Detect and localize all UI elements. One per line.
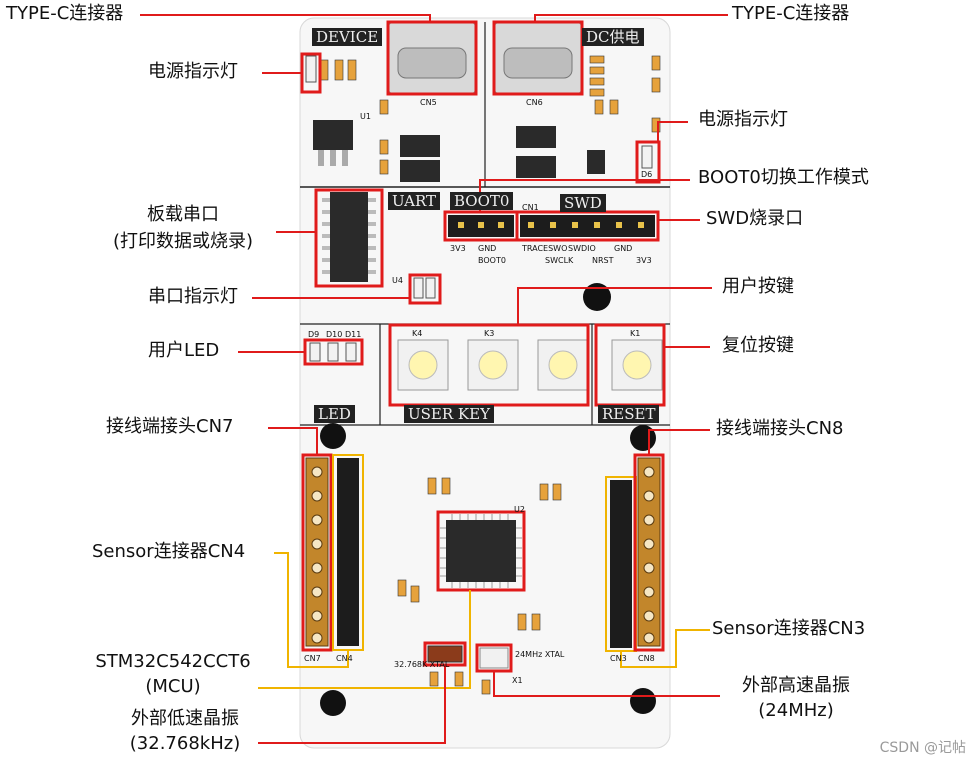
callout-onboard-uart: 板载串口 (打印数据或烧录): [92, 204, 274, 252]
user-keys: [388, 323, 590, 407]
board-label-device: DEVICE: [312, 28, 383, 46]
silk-k1: K1: [630, 329, 641, 338]
power-led-right-d6: [635, 140, 661, 184]
silk-cn7: CN7: [304, 654, 321, 663]
silk-gnd: GND: [478, 244, 497, 253]
silk-swd-pin-3: NRST: [592, 256, 614, 265]
silk-cn8: CN8: [638, 654, 655, 663]
callout-hse-line2: (24MHz): [758, 699, 834, 721]
silk-cn4: CN4: [336, 654, 353, 663]
silk-u2: U2: [514, 505, 525, 514]
callout-boot0-switch: BOOT0切换工作模式: [698, 167, 869, 188]
callout-onboard-uart-line2: (打印数据或烧录): [112, 230, 254, 252]
callout-uart-led: 串口指示灯: [148, 286, 238, 307]
silk-x1: X1: [512, 676, 523, 685]
silk-cn3: CN3: [610, 654, 627, 663]
callout-swd-port: SWD烧录口: [706, 208, 804, 229]
user-led-group: [303, 338, 364, 366]
silk-d11: D11: [345, 330, 362, 339]
callout-terminal-cn7: 接线端接头CN7: [106, 416, 234, 437]
callout-power-led-right: 电源指示灯: [698, 109, 788, 130]
callout-sensor-cn3: Sensor连接器CN3: [712, 618, 866, 639]
callout-lse-line1: 外部低速晶振: [131, 708, 239, 729]
silk-cn1: CN1: [522, 203, 539, 212]
hse-crystal: [475, 643, 513, 673]
terminal-cn8: [633, 453, 665, 652]
silk-3v3: 3V3: [450, 244, 466, 253]
silk-cn6: CN6: [526, 98, 543, 107]
callout-mcu-line2: (MCU): [145, 675, 201, 697]
board-label-swd: SWD: [560, 194, 606, 212]
silk-swd-pin-0: TRACESWO: [522, 244, 568, 253]
callout-power-led-left: 电源指示灯: [148, 61, 238, 82]
callout-lines: [140, 14, 728, 744]
callout-mcu-line1: STM32C542CCT6: [95, 651, 251, 672]
callout-hse-line1: 外部高速晶振: [742, 675, 850, 696]
silk-k3: K3: [484, 329, 495, 338]
callout-user-led: 用户LED: [148, 340, 220, 361]
callout-lse: 外部低速晶振 (32.768kHz): [110, 708, 260, 754]
callout-lse-line2: (32.768kHz): [129, 732, 241, 754]
power-regulator: [313, 120, 353, 166]
reset-key: [594, 323, 666, 407]
silk-boot0-pin: BOOT0: [478, 256, 506, 265]
callout-mcu: STM32C542CCT6 (MCU): [92, 651, 254, 697]
sensor-connector-cn3: [605, 476, 637, 652]
silk-d10: D10: [326, 330, 343, 339]
type-c-connector-cn6: [492, 20, 584, 96]
callout-user-key: 用户按键: [722, 276, 794, 297]
silk-swd-pin-2: SWDIO: [568, 244, 596, 253]
board-label-led: LED: [314, 405, 355, 423]
silk-cn5: CN5: [420, 98, 437, 107]
board-label-reset: RESET: [598, 405, 660, 423]
callout-hse: 外部高速晶振 (24MHz): [726, 675, 866, 721]
callout-terminal-cn8: 接线端接头CN8: [716, 418, 844, 439]
uart-chip: [314, 188, 384, 288]
terminal-cn7: [301, 453, 333, 652]
sensor-connector-cn4: [332, 454, 364, 651]
silk-swd-pin-4: GND: [614, 244, 633, 253]
silk-u4: U4: [392, 276, 403, 285]
board-label-uart: UART: [388, 192, 441, 210]
callout-onboard-uart-line1: 板载串口: [147, 204, 219, 225]
silk-swd-pin-5: 3V3: [636, 256, 652, 265]
callout-typec-right: TYPE-C连接器: [732, 3, 850, 24]
type-c-connector-cn5: [386, 20, 478, 96]
silk-d6: D6: [641, 170, 653, 179]
watermark: CSDN @记帖: [879, 740, 966, 756]
boot0-header: [443, 210, 519, 242]
silk-xtal-32: 32.768K XTAL: [394, 660, 450, 669]
callout-sensor-cn4: Sensor连接器CN4: [92, 541, 246, 562]
board-label-boot0: BOOT0: [450, 192, 514, 210]
uart-led: [408, 273, 442, 305]
board-label-user-key: USER KEY: [404, 405, 494, 423]
board-label-dc-power: DC供电: [582, 28, 644, 46]
swd-header: [515, 210, 660, 242]
silk-swd-pin-1: SWCLK: [545, 256, 574, 265]
callout-typec-left: TYPE-C连接器: [6, 3, 124, 24]
callout-reset-key: 复位按键: [722, 335, 794, 356]
silk-u1: U1: [360, 112, 371, 121]
mcu-chip: [436, 510, 526, 592]
silk-d9: D9: [308, 330, 320, 339]
silk-k4: K4: [412, 329, 423, 338]
silk-xtal-24: 24MHz XTAL: [515, 650, 565, 659]
